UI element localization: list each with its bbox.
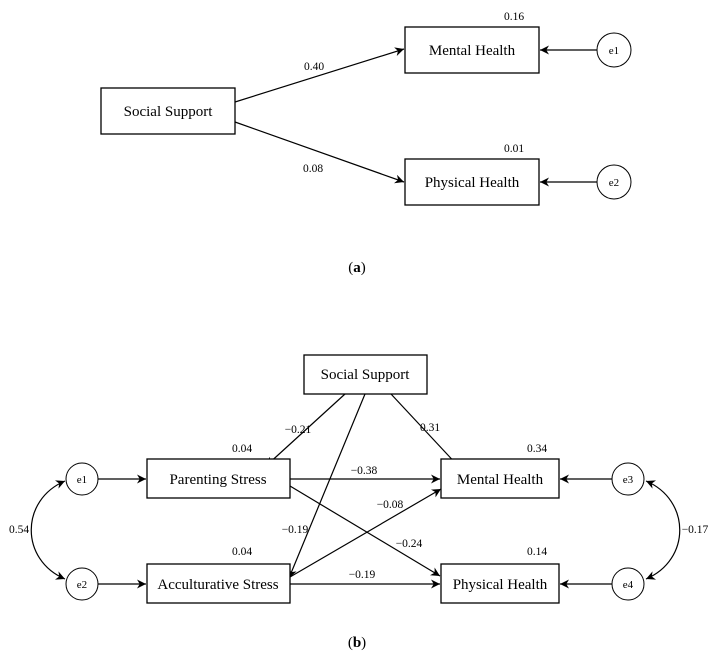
path-a-support-to-mental: 0.40 — [304, 61, 324, 73]
path-b-support-to-mental: 0.31 — [420, 422, 440, 434]
node-b-social-support: Social Support — [303, 354, 428, 395]
path-b-parenting-to-mental: −0.38 — [351, 465, 378, 477]
caption-b: (b) — [348, 635, 366, 651]
node-a-social-support: Social Support — [100, 87, 236, 135]
path-b-acculturative-to-physical: −0.19 — [349, 569, 376, 581]
r2-a-mental-health: 0.16 — [504, 11, 524, 23]
panel-b: Social Support Parenting Stress Accultur… — [9, 354, 709, 651]
node-b-mental-health-label: Mental Health — [457, 472, 544, 488]
node-a-e1: e1 — [596, 32, 632, 68]
node-b-e3-label: e3 — [623, 474, 634, 486]
node-b-mental-health: Mental Health — [440, 458, 560, 499]
edge-b-acculturative-to-mental — [289, 488, 442, 578]
r2-a-physical-health: 0.01 — [504, 143, 524, 155]
path-a-support-to-physical: 0.08 — [303, 163, 323, 175]
node-a-mental-health: Mental Health — [404, 26, 540, 74]
cov-b-e1-e2 — [30, 480, 66, 580]
node-b-physical-health-label: Physical Health — [453, 577, 548, 593]
r2-b-acculturative-stress: 0.04 — [232, 546, 252, 558]
node-b-acculturative-stress-label: Acculturative Stress — [157, 577, 278, 593]
path-b-acculturative-to-mental: −0.08 — [377, 499, 404, 511]
cov-b-e1-e2-value: 0.54 — [9, 524, 29, 536]
node-a-social-support-label: Social Support — [124, 104, 214, 120]
node-a-physical-health-label: Physical Health — [425, 175, 520, 191]
caption-a: (a) — [348, 260, 366, 276]
node-b-e3: e3 — [611, 462, 645, 496]
cov-b-e3-e4 — [645, 480, 681, 580]
path-b-support-to-acculturative: −0.19 — [282, 524, 309, 536]
node-b-e4-label: e4 — [623, 579, 634, 591]
node-b-physical-health: Physical Health — [440, 563, 560, 604]
node-b-parenting-stress: Parenting Stress — [146, 458, 291, 499]
edge-a-support-to-mental — [234, 47, 405, 103]
node-b-e4: e4 — [611, 567, 645, 601]
node-b-acculturative-stress: Acculturative Stress — [146, 563, 291, 604]
edge-a-support-to-physical — [234, 121, 405, 184]
node-b-e2-label: e2 — [77, 579, 87, 591]
node-b-parenting-stress-label: Parenting Stress — [169, 472, 266, 488]
node-b-social-support-label: Social Support — [321, 367, 411, 383]
node-a-mental-health-label: Mental Health — [429, 43, 516, 59]
edge-b-parenting-to-physical — [289, 485, 441, 577]
r2-b-mental-health: 0.34 — [527, 443, 547, 455]
r2-b-physical-health: 0.14 — [527, 546, 547, 558]
cov-b-e3-e4-value: −0.17 — [682, 524, 709, 536]
panel-a: Social Support Mental Health Physical He… — [100, 11, 632, 276]
path-b-parenting-to-physical: −0.24 — [396, 538, 423, 550]
node-b-e2: e2 — [65, 567, 99, 601]
node-a-e2-label: e2 — [609, 177, 619, 189]
node-a-physical-health: Physical Health — [404, 158, 540, 206]
node-a-e2: e2 — [596, 164, 632, 200]
node-b-e1-label: e1 — [77, 474, 87, 486]
edge-b-support-to-acculturative — [288, 393, 366, 579]
node-a-e1-label: e1 — [609, 45, 619, 57]
node-b-e1: e1 — [65, 462, 99, 496]
edge-b-support-to-parenting — [265, 393, 346, 467]
r2-b-parenting-stress: 0.04 — [232, 443, 252, 455]
edge-b-support-to-mental — [390, 393, 461, 469]
path-b-support-to-parenting: −0.21 — [285, 424, 312, 436]
